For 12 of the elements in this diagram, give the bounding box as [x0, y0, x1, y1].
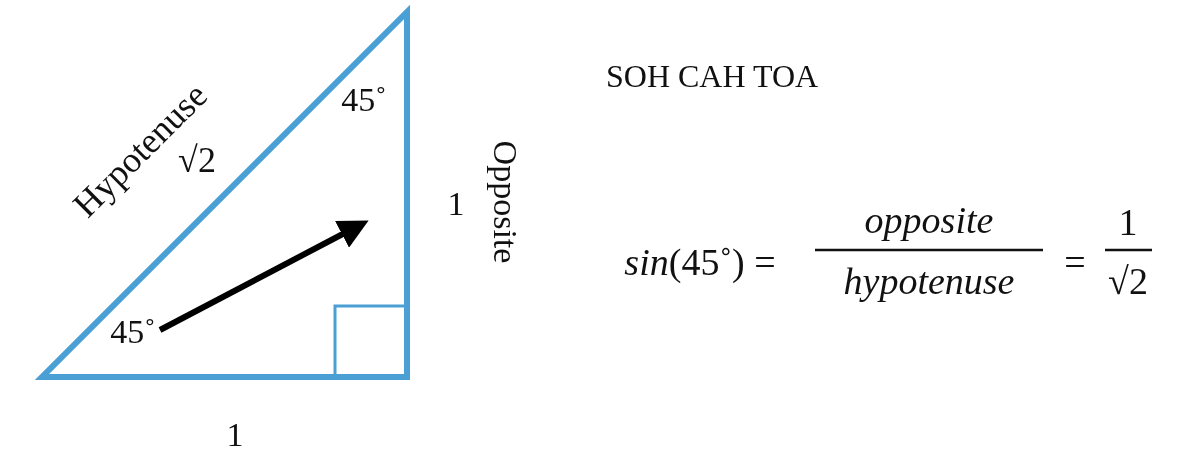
angle-label: 45˚: [341, 83, 387, 117]
formula-text: sin(45˚) =: [624, 243, 776, 281]
side-label: Opposite: [488, 140, 522, 264]
formula-text: =: [1064, 243, 1086, 281]
side-length: 1: [447, 187, 465, 221]
angle-label: 45˚: [110, 315, 156, 349]
numerator: 1: [1118, 203, 1138, 241]
denominator: √2: [1108, 262, 1148, 300]
denominator: hypotenuse: [843, 262, 1015, 300]
mnemonic-text: SOH CAH TOA: [606, 60, 819, 92]
numerator: opposite: [864, 201, 994, 239]
side-length: 1: [226, 418, 244, 452]
